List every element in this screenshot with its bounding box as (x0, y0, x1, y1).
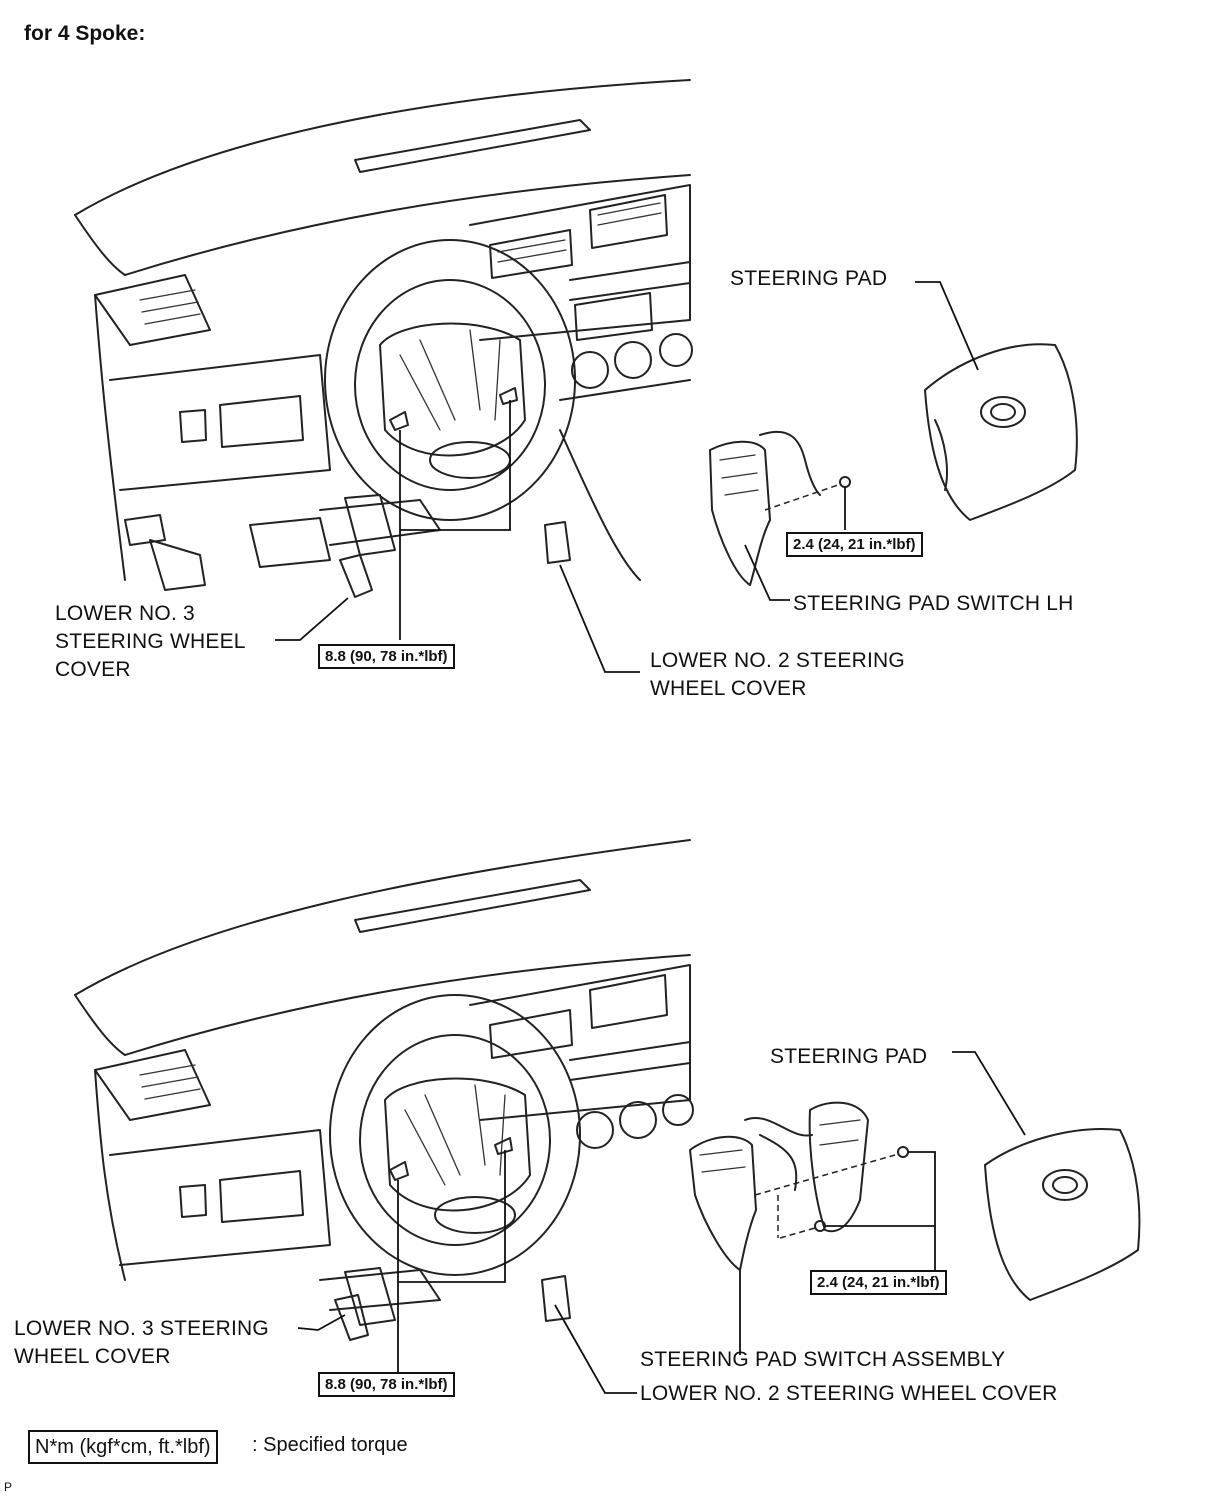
steering-pad-switch-lh-label: STEERING PAD SWITCH LH (793, 592, 1074, 615)
lower-no2-cover-label-top-line1: LOWER NO. 2 STEERING (650, 649, 905, 672)
steering-pad-label-bottom: STEERING PAD (770, 1045, 928, 1068)
steering-pad-label-top: STEERING PAD (730, 267, 888, 290)
bottom-switch-assembly-illustration (689, 1101, 936, 1355)
lower-no2-cover-label-top-line2: WHEEL COVER (650, 677, 807, 700)
lower-no3-cover-label-bottom-line2: WHEEL COVER (14, 1345, 171, 1368)
torque-unit-legend-box: N*m (kgf*cm, ft.*lbf) (28, 1430, 218, 1464)
switch-torque-spec-bottom: 2.4 (24, 21 in.*lbf) (810, 1270, 947, 1295)
bolt-torque-spec-top: 8.8 (90, 78 in.*lbf) (318, 644, 455, 669)
top-switch-lh-illustration (709, 430, 851, 601)
lower-no3-cover-label-top-line3: COVER (55, 658, 131, 681)
diagram-heading: for 4 Spoke: (24, 22, 146, 45)
lower-no2-cover-label-bottom: LOWER NO. 2 STEERING WHEEL COVER (640, 1382, 1058, 1405)
lower-no3-cover-label-top-line1: LOWER NO. 3 (55, 602, 195, 625)
top-steering-pad-illustration (915, 281, 1078, 521)
bolt-torque-spec-bottom: 8.8 (90, 78 in.*lbf) (318, 1372, 455, 1397)
lower-no3-cover-label-top-line2: STEERING WHEEL (55, 630, 246, 653)
bottom-dashboard-illustration (74, 839, 694, 1375)
switch-torque-spec-top: 2.4 (24, 21 in.*lbf) (786, 532, 923, 557)
top-dashboard-illustration (74, 79, 693, 640)
lower-no3-cover-label-bottom-line1: LOWER NO. 3 STEERING (14, 1317, 269, 1340)
corner-mark: P (4, 1480, 13, 1494)
steering-pad-switch-assembly-label: STEERING PAD SWITCH ASSEMBLY (640, 1348, 1006, 1371)
bottom-steering-pad-illustration (952, 1051, 1141, 1301)
torque-legend-description: : Specified torque (252, 1434, 408, 1456)
